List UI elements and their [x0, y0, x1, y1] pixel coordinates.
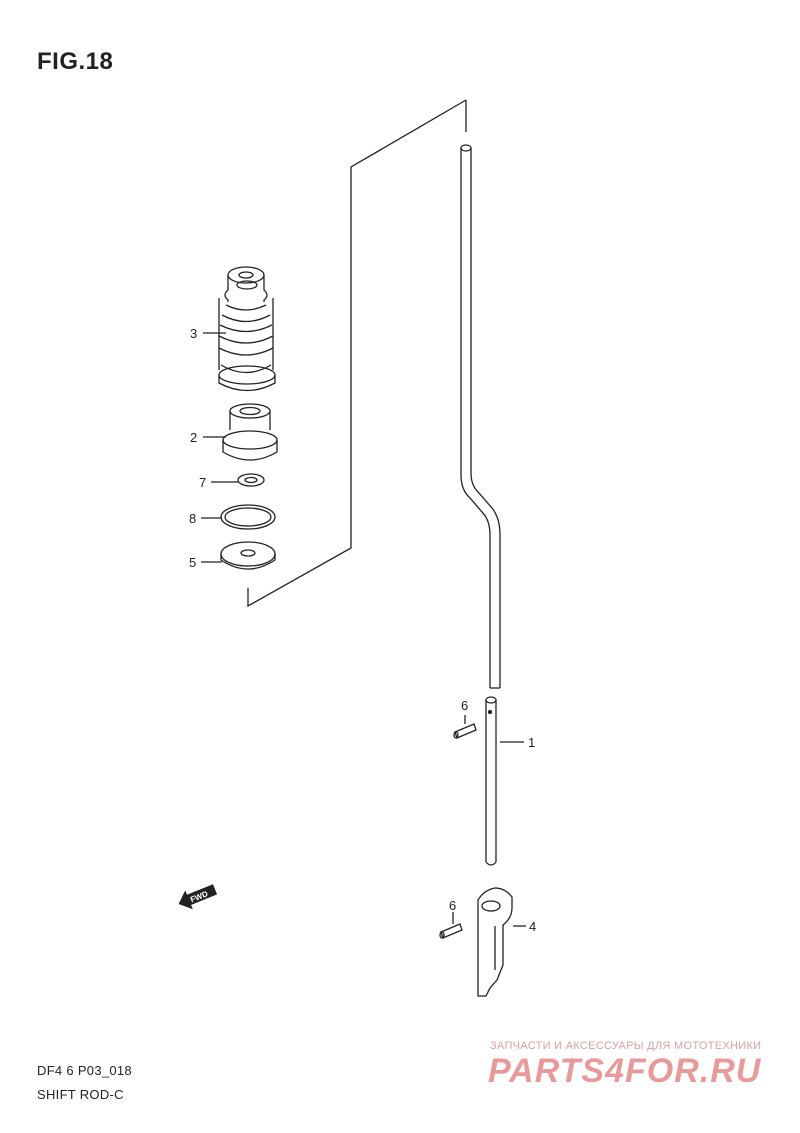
forward-direction-arrow: FWD	[178, 884, 218, 910]
part-5-plate	[220, 541, 276, 570]
callout-1: 1	[528, 735, 536, 750]
part-6-pin-lower	[439, 923, 463, 939]
callout-8: 8	[189, 511, 197, 526]
figure-name: SHIFT ROD-C	[37, 1087, 124, 1102]
part-6-pin-upper	[453, 723, 477, 739]
part-7-washer	[237, 473, 265, 487]
group-bracket-line	[247, 99, 467, 608]
watermark-tagline: ЗАПЧАСТИ И АКСЕССУАРЫ ДЛЯ МОТОТЕХНИКИ	[490, 1040, 762, 1052]
watermark-brand: PARTS4FOR.RU	[488, 1052, 762, 1090]
callout-3: 3	[190, 326, 198, 341]
callout-6-lower: 6	[449, 898, 457, 913]
callout-2: 2	[190, 430, 198, 445]
part-3-bellows-boot	[218, 266, 276, 392]
part-2-grommet	[222, 403, 278, 461]
callout-7: 7	[199, 475, 207, 490]
part-4-shift-bracket	[477, 887, 513, 997]
figure-code: DF4 6 P03_018	[37, 1063, 132, 1078]
shift-rod-lower	[485, 700, 497, 862]
fwd-label: FWD	[189, 889, 209, 904]
shift-rod-upper	[460, 148, 491, 688]
callout-4: 4	[529, 919, 537, 934]
callout-6-upper: 6	[461, 698, 469, 713]
figure-title: FIG.18	[37, 48, 114, 75]
callout-5: 5	[189, 555, 197, 570]
part-8-o-ring	[220, 504, 276, 530]
